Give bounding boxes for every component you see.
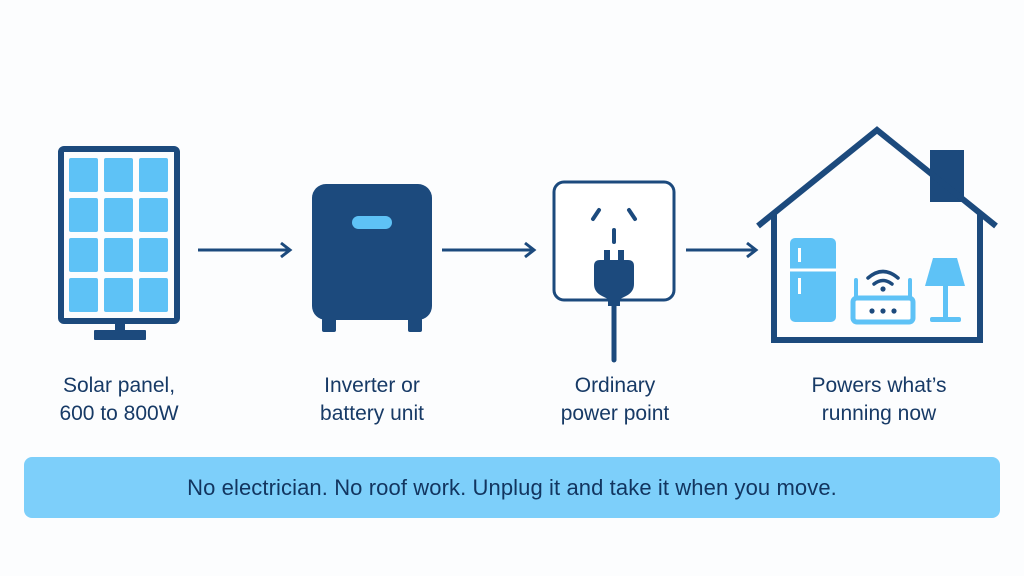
step-label-line: running now (821, 402, 937, 425)
step-label-house: Powers what’s running now (769, 372, 989, 428)
step-label-line: battery unit (320, 402, 424, 425)
step-label-line: power point (560, 402, 670, 425)
step-label-line: Powers what’s (811, 374, 947, 397)
step-label-line: Ordinary (574, 374, 656, 397)
arrow-right-icon (198, 241, 293, 259)
step-label-line: Solar panel, (62, 374, 176, 397)
banner-text: No electrician. No roof work. Unplug it … (187, 474, 837, 500)
step-label-line: Inverter or (324, 374, 420, 397)
arrow-right-icon (686, 241, 759, 259)
house-appliances-icon (756, 126, 998, 343)
step-label-line: 600 to 800W (59, 402, 179, 425)
lamp-icon (925, 258, 965, 322)
step-label-inverter: Inverter or battery unit (262, 372, 482, 428)
power-point-plug-icon (552, 180, 676, 363)
arrow-right-icon (442, 241, 537, 259)
solar-panel-icon (58, 146, 180, 340)
wifi-router-icon (850, 269, 916, 325)
inverter-battery-icon (312, 184, 432, 332)
summary-banner: No electrician. No roof work. Unplug it … (24, 457, 1000, 518)
step-label-solar-panel: Solar panel, 600 to 800W (9, 372, 229, 428)
fridge-icon (790, 238, 836, 322)
step-label-power-point: Ordinary power point (505, 372, 725, 428)
